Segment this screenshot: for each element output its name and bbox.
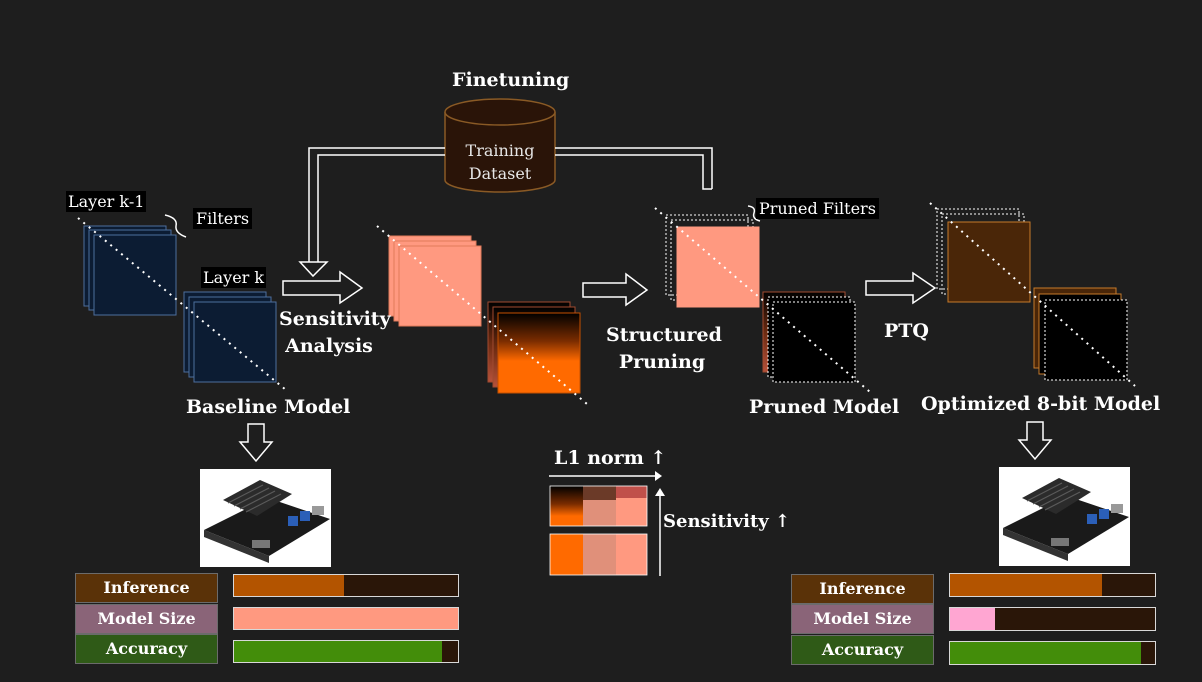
baseline-dotted-diagonal — [77, 217, 287, 391]
ptq-label: PTQ — [884, 320, 929, 342]
jetson-board-right-icon — [999, 467, 1130, 566]
layer-k-1-label: Layer k-1 — [66, 191, 147, 212]
left-inference-speed-tag: Inference Speed — [75, 573, 218, 625]
arrow-to-pruning-icon — [582, 272, 649, 307]
finetuning-loop-arrow — [298, 147, 713, 278]
right-inference-speed-tag: Inference Speed — [791, 574, 934, 626]
left-inference-speed-bar — [233, 574, 459, 597]
sensitivity-axis-label: Sensitivity ↑ — [663, 511, 791, 532]
pruned-dotted-diagonal — [654, 207, 871, 393]
left-model-size-fill — [234, 608, 458, 629]
right-accuracy-fill — [950, 642, 1141, 664]
pruned-filters-label: Pruned Filters — [756, 198, 879, 219]
sensitivity-orange-stack — [487, 301, 581, 394]
arrow-down-left-icon — [238, 423, 274, 463]
left-accuracy-bar — [233, 640, 459, 663]
right-model-size-bar — [949, 607, 1156, 631]
sensitivity-salmon-stack — [388, 235, 482, 327]
filters-label: Filters — [193, 208, 253, 229]
l1-norm-label: L1 norm ↑ — [554, 447, 667, 469]
sensitivity-analysis-label: Sensitivity Analysis — [279, 308, 391, 357]
left-accuracy-tag: Accuracy — [75, 634, 218, 664]
left-model-size-bar — [233, 607, 459, 630]
left-inference-speed-fill — [234, 575, 344, 596]
right-accuracy-bar — [949, 641, 1156, 665]
training-dataset-label: Training Dataset — [465, 141, 535, 183]
optimized-brown-stack — [936, 208, 1031, 303]
left-model-size-tag: Model Size — [75, 604, 218, 634]
right-model-size-fill — [950, 608, 996, 630]
finetuning-label: Finetuning — [452, 69, 570, 91]
l1-sensitivity-legend — [549, 471, 665, 576]
right-inference-speed-fill — [950, 574, 1102, 596]
layer-k-1-filter-stack — [83, 225, 177, 316]
layer-k-filter-stack — [183, 291, 277, 383]
arrow-to-ptq-icon — [865, 271, 937, 305]
right-inference-speed-bar — [949, 573, 1156, 597]
filters-brace — [164, 214, 187, 238]
left-accuracy-fill — [234, 641, 443, 662]
training-dataset-cylinder-icon — [444, 98, 556, 193]
right-model-size-tag: Model Size — [791, 604, 934, 634]
baseline-model-label: Baseline Model — [186, 396, 351, 418]
arrow-down-right-icon — [1017, 421, 1053, 461]
pruned-model-label: Pruned Model — [749, 396, 900, 418]
optimized-model-label: Optimized 8-bit Model — [921, 393, 1161, 415]
jetson-board-left-icon — [200, 469, 331, 567]
right-accuracy-tag: Accuracy — [791, 635, 934, 665]
structured-pruning-label: Structured Pruning — [606, 324, 722, 373]
layer-k-label: Layer k — [201, 267, 267, 288]
arrow-to-sensitivity-icon — [282, 270, 364, 305]
pruned-salmon-stack — [665, 214, 760, 308]
pruned-filters-brace — [747, 205, 761, 222]
